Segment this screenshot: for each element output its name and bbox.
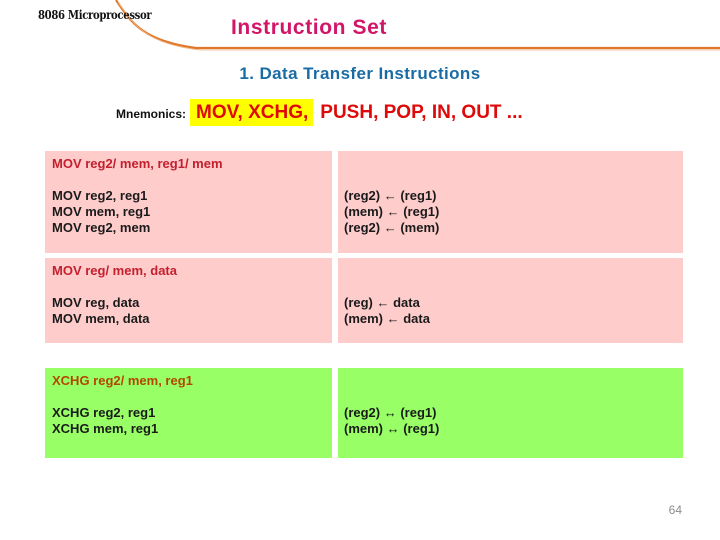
table-header: MOV reg2/ mem, reg1/ mem [52, 156, 223, 171]
table-left-column: XCHG reg2/ mem, reg1 XCHG reg2, reg1 XCH… [45, 368, 332, 458]
instruction-table-mov-reg-mem: MOV reg2/ mem, reg1/ mem MOV reg2, reg1 … [45, 151, 683, 253]
table-row: (mem) ← (reg1) [344, 204, 440, 219]
table-row: XCHG mem, reg1 [52, 421, 159, 436]
table-row: (reg) ← data [344, 295, 420, 310]
page-title: Instruction Set [231, 16, 388, 39]
table-row: (mem) ↔ (reg1) [344, 421, 440, 436]
spacer [52, 172, 332, 188]
spacer [344, 263, 683, 295]
table-row: (reg2) ← (reg1) [344, 188, 437, 203]
table-row: MOV reg2, mem [52, 220, 151, 235]
table-right-column: (reg2) ↔ (reg1) (mem) ↔ (reg1) [338, 368, 683, 458]
mnemonics-highlighted: MOV, XCHG, [190, 99, 314, 126]
spacer [52, 279, 332, 295]
swoosh-curve-decoration [115, 0, 720, 51]
mnemonics-rest: PUSH, POP, IN, OUT ... [320, 102, 523, 123]
spacer [52, 389, 332, 405]
spacer [344, 373, 683, 405]
page-number: 64 [668, 503, 682, 517]
table-header: XCHG reg2/ mem, reg1 [52, 373, 193, 388]
table-row: MOV mem, reg1 [52, 204, 151, 219]
table-header: MOV reg/ mem, data [52, 263, 177, 278]
table-row: MOV reg2, reg1 [52, 188, 148, 203]
spacer [344, 156, 683, 188]
table-row: MOV mem, data [52, 311, 150, 326]
table-right-column: (reg) ← data (mem) ← data [338, 258, 683, 343]
instruction-table-mov-data: MOV reg/ mem, data MOV reg, data MOV mem… [45, 258, 683, 343]
table-left-column: MOV reg2/ mem, reg1/ mem MOV reg2, reg1 … [45, 151, 332, 253]
table-row: XCHG reg2, reg1 [52, 405, 156, 420]
mnemonics-line: Mnemonics:MOV, XCHG, PUSH, POP, IN, OUT .… [116, 99, 523, 126]
table-left-column: MOV reg/ mem, data MOV reg, data MOV mem… [45, 258, 332, 343]
table-row: (reg2) ← (mem) [344, 220, 440, 235]
table-row: (reg2) ↔ (reg1) [344, 405, 437, 420]
table-row: (mem) ← data [344, 311, 430, 326]
course-label: 8086 Microprocessor [38, 8, 152, 22]
table-right-column: (reg2) ← (reg1) (mem) ← (reg1) (reg2) ← … [338, 151, 683, 253]
instruction-table-xchg: XCHG reg2/ mem, reg1 XCHG reg2, reg1 XCH… [45, 368, 683, 458]
mnemonics-label: Mnemonics: [116, 107, 187, 121]
table-row: MOV reg, data [52, 295, 140, 310]
section-heading: 1. Data Transfer Instructions [239, 64, 481, 83]
